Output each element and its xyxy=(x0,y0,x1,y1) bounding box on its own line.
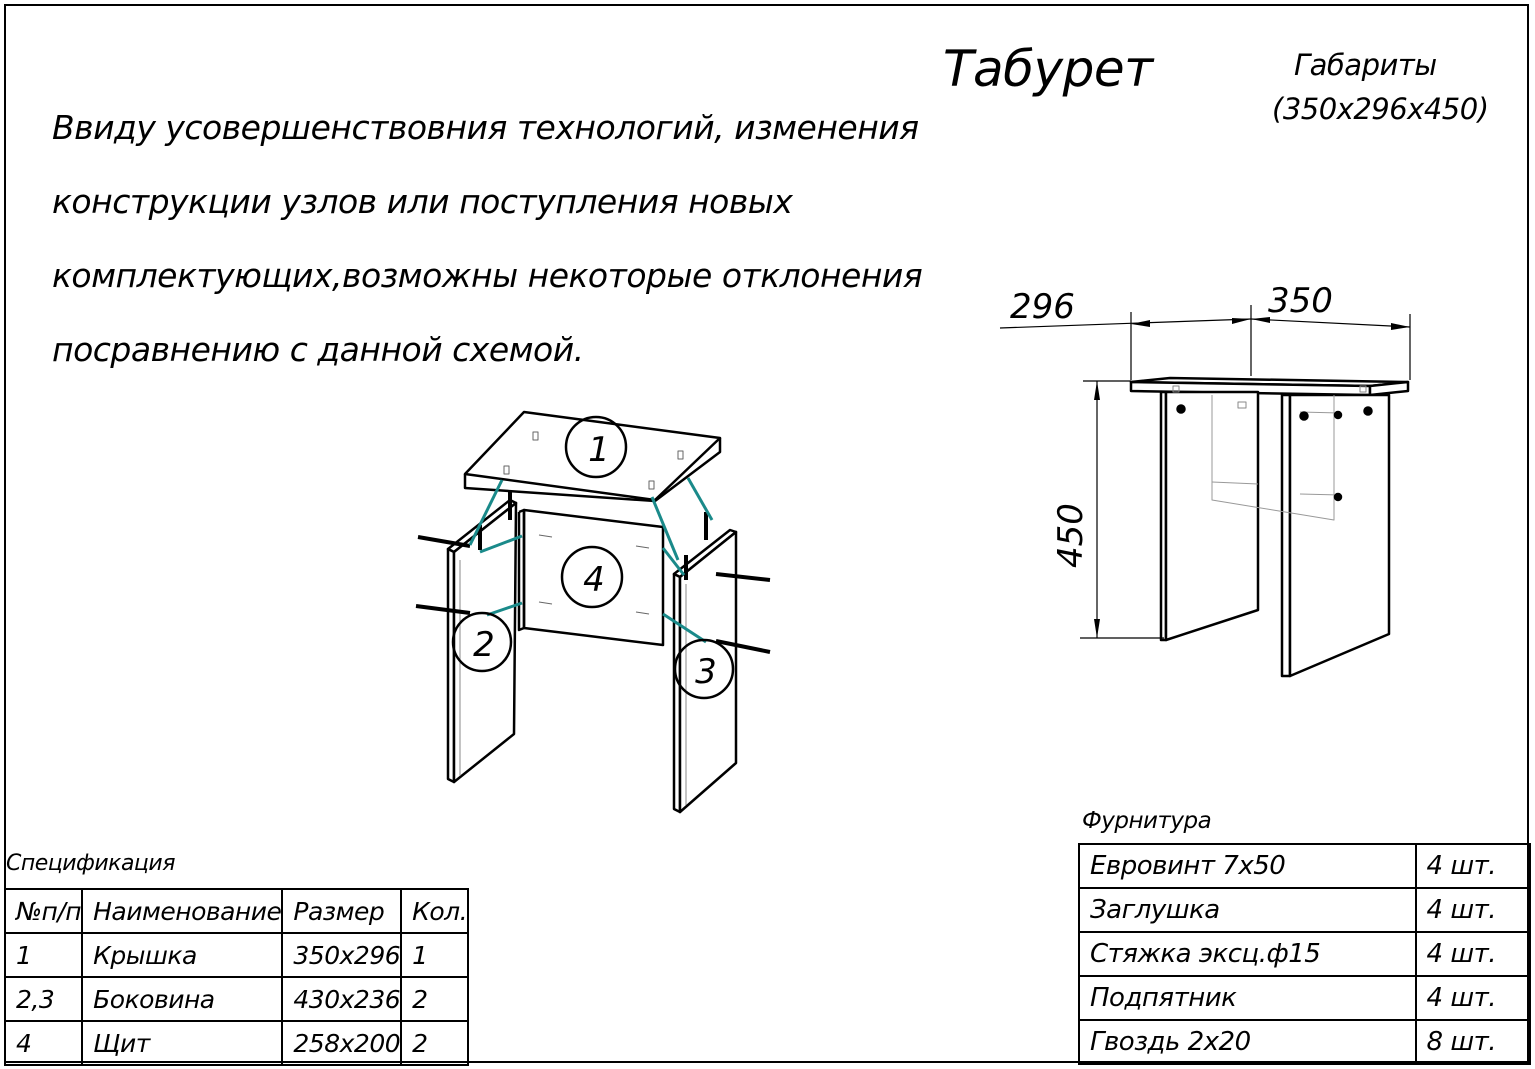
part-balloon-4 xyxy=(560,545,624,609)
panel-exploded xyxy=(517,508,665,647)
dimensions-value: (350x296x450) xyxy=(1272,92,1489,126)
table-row: 2,3 Боковина 430x236 2 xyxy=(3,976,470,1022)
part-label-2: 2 xyxy=(473,625,495,665)
spec-cell: 258x200 xyxy=(281,1020,403,1066)
note-line: комплектующих,возможны некоторые отклоне… xyxy=(52,256,923,295)
drawing-title: Табурет xyxy=(943,40,1153,98)
table-row: Евровинт 7х50 4 шт. xyxy=(1078,843,1532,889)
spec-header-cell: Наименование xyxy=(81,888,284,934)
hardware-item: Евровинт 7х50 xyxy=(1078,843,1417,889)
spec-cell: 4 xyxy=(3,1020,84,1066)
spec-cell: Крышка xyxy=(81,932,284,978)
drawing-sheet xyxy=(4,4,1529,1063)
spec-header-cell: №п/п xyxy=(3,888,84,934)
table-row: Стяжка эксц.ф15 4 шт. xyxy=(1078,931,1532,977)
connector-lines xyxy=(468,477,714,644)
part-balloon-3 xyxy=(673,638,735,700)
table-row: Гвоздь 2х20 8 шт. xyxy=(1078,1019,1532,1065)
hardware-table: Евровинт 7х50 4 шт. Заглушка 4 шт. Стяжк… xyxy=(1078,843,1532,1065)
right-side-exploded xyxy=(672,528,738,814)
part-label-4: 4 xyxy=(583,560,605,600)
top-board-exploded xyxy=(463,410,722,503)
spec-cell: Щит xyxy=(81,1020,284,1066)
spec-table: №п/п Наименование Размер Кол. 1 Крышка 3… xyxy=(3,888,470,1066)
table-row: 1 Крышка 350x296 1 xyxy=(3,932,470,978)
table-row: Подпятник 4 шт. xyxy=(1078,975,1532,1021)
hardware-item: Заглушка xyxy=(1078,887,1417,933)
dimension-lines xyxy=(999,305,1411,639)
hardware-qty: 4 шт. xyxy=(1414,843,1532,889)
spec-table-label: Спецификация xyxy=(6,851,175,876)
hardware-qty: 4 шт. xyxy=(1414,931,1532,977)
screws xyxy=(415,490,771,654)
part-label-1: 1 xyxy=(588,430,610,470)
hardware-item: Гвоздь 2х20 xyxy=(1078,1019,1417,1065)
hardware-item: Подпятник xyxy=(1078,975,1417,1021)
hardware-qty: 4 шт. xyxy=(1414,887,1532,933)
hardware-qty: 4 шт. xyxy=(1414,975,1532,1021)
part-label-3: 3 xyxy=(695,652,717,692)
assembled-stool-view xyxy=(1129,376,1410,678)
hardware-qty: 8 шт. xyxy=(1414,1019,1532,1065)
spec-cell: 2 xyxy=(400,976,470,1022)
part-balloon-2 xyxy=(451,611,513,673)
hardware-item: Стяжка эксц.ф15 xyxy=(1078,931,1417,977)
dim-depth-label: 296 xyxy=(1010,287,1075,327)
note-line: посравнению с данной схемой. xyxy=(52,330,584,369)
spec-cell: 430x236 xyxy=(281,976,403,1022)
dim-height-label: 450 xyxy=(1051,503,1091,568)
spec-cell: 1 xyxy=(3,932,84,978)
spec-header-cell: Размер xyxy=(281,888,403,934)
spec-cell: Боковина xyxy=(81,976,284,1022)
spec-cell: 1 xyxy=(400,932,470,978)
spec-header-cell: Кол. xyxy=(400,888,470,934)
spec-cell: 350x296 xyxy=(281,932,403,978)
hardware-table-label: Фурнитура xyxy=(1082,808,1212,834)
note-line: конструкции узлов или поступления новых xyxy=(52,182,793,221)
table-row: Заглушка 4 шт. xyxy=(1078,887,1532,933)
spec-cell: 2,3 xyxy=(3,976,84,1022)
table-row: 4 Щит 258x200 2 xyxy=(3,1020,470,1066)
part-balloon-1 xyxy=(564,415,628,479)
dim-width-label: 350 xyxy=(1268,281,1333,321)
note-line: Ввиду усовершенствовния технологий, изме… xyxy=(52,108,919,147)
spec-header-row: №п/п Наименование Размер Кол. xyxy=(3,888,470,934)
dimensions-label: Габариты xyxy=(1294,48,1437,82)
spec-cell: 2 xyxy=(400,1020,470,1066)
